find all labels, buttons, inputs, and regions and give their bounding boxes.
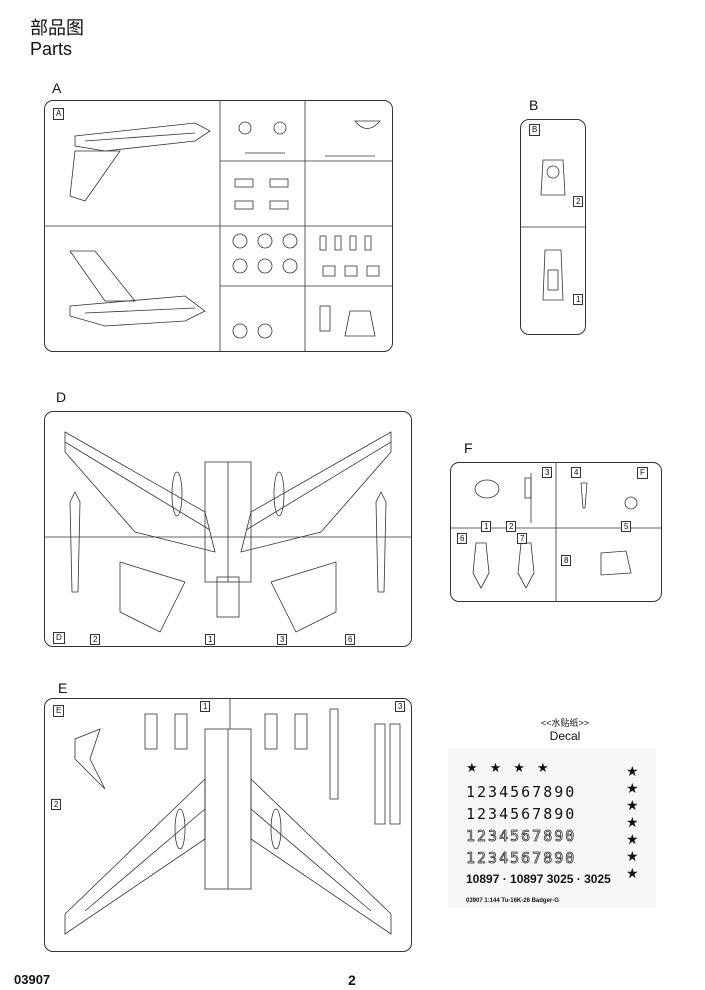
sprue-e-letter: E <box>58 680 68 696</box>
sprue-f-panel: F 1 2 3 4 5 6 7 8 <box>450 462 662 602</box>
sprue-f-drawing <box>451 463 661 601</box>
header-title-en: Parts <box>30 39 73 59</box>
decal-title-zh: <<水贴纸>> <box>540 718 590 728</box>
decal-title-en: Decal <box>549 729 581 743</box>
decal-title: <<水贴纸>> Decal <box>520 716 610 743</box>
sprue-f-tag: F <box>637 467 648 479</box>
sprue-f-part-number: 5 <box>621 521 632 532</box>
sprue-e-part-number: 1 <box>200 701 211 712</box>
sprue-f-part-number: 1 <box>481 521 492 532</box>
sprue-e-part-number: 3 <box>395 701 406 712</box>
sprue-f-part-number: 4 <box>571 467 582 478</box>
sprue-f-part-number: 2 <box>506 521 517 532</box>
sprue-d-drawing <box>45 431 411 633</box>
decal-serials: 10897 · 10897 3025 · 3025 <box>466 872 611 886</box>
sprue-a-panel: A <box>44 100 393 352</box>
sprue-d-part-number: 6 <box>345 634 356 645</box>
sprue-d-part-number: 2 <box>90 634 101 645</box>
sprue-e-panel: E 1 2 3 <box>44 698 412 952</box>
sprue-b-drawing <box>521 159 585 301</box>
sprue-f-part-number: 8 <box>561 555 572 566</box>
page-number: 2 <box>348 972 356 988</box>
sprue-f-part-number: 6 <box>457 533 468 544</box>
sprue-e-drawing <box>64 699 401 935</box>
decal-caption: 03907 1:144 Tu-16K-26 Badger-G <box>466 898 559 904</box>
sprue-a-tag: A <box>53 108 65 120</box>
star-roundels: ★★★★ <box>466 760 561 775</box>
page-header: 部品图 Parts <box>30 18 84 60</box>
sprue-b-part-number: 1 <box>573 294 584 305</box>
decal-number-row: 1234567890 <box>466 783 577 801</box>
sprue-d-panel: D 1 2 3 6 <box>44 411 412 647</box>
sprue-e-tag: E <box>53 705 65 717</box>
sprue-b-tag: B <box>529 124 541 136</box>
decal-number-row: 1234567890 <box>466 827 577 846</box>
sprue-d-tag: D <box>53 632 65 644</box>
decal-number-row: 1234567890 <box>466 805 577 823</box>
sprue-b-panel: B 2 1 <box>520 119 586 335</box>
sprue-a-drawing <box>45 101 392 351</box>
sprue-d-part-number: 3 <box>277 634 288 645</box>
sprue-b-part-number: 2 <box>573 196 584 207</box>
sprue-f-part-number: 7 <box>517 533 528 544</box>
sprue-a-letter: A <box>52 80 62 96</box>
sprue-e-part-number: 2 <box>51 799 62 810</box>
sprue-f-part-number: 3 <box>542 467 553 478</box>
decal-sheet: ★★★★ ★★★★★★★ 1234567890 1234567890 12345… <box>448 748 656 908</box>
sprue-d-letter: D <box>56 389 67 405</box>
star-column: ★★★★★★★ <box>626 763 639 881</box>
product-code: 03907 <box>14 972 51 987</box>
sprue-f-letter: F <box>464 440 473 456</box>
header-title-zh: 部品图 <box>30 18 84 38</box>
decal-number-row: 1234567890 <box>466 849 577 868</box>
sprue-d-part-number: 1 <box>205 634 216 645</box>
sprue-b-letter: B <box>529 97 539 113</box>
